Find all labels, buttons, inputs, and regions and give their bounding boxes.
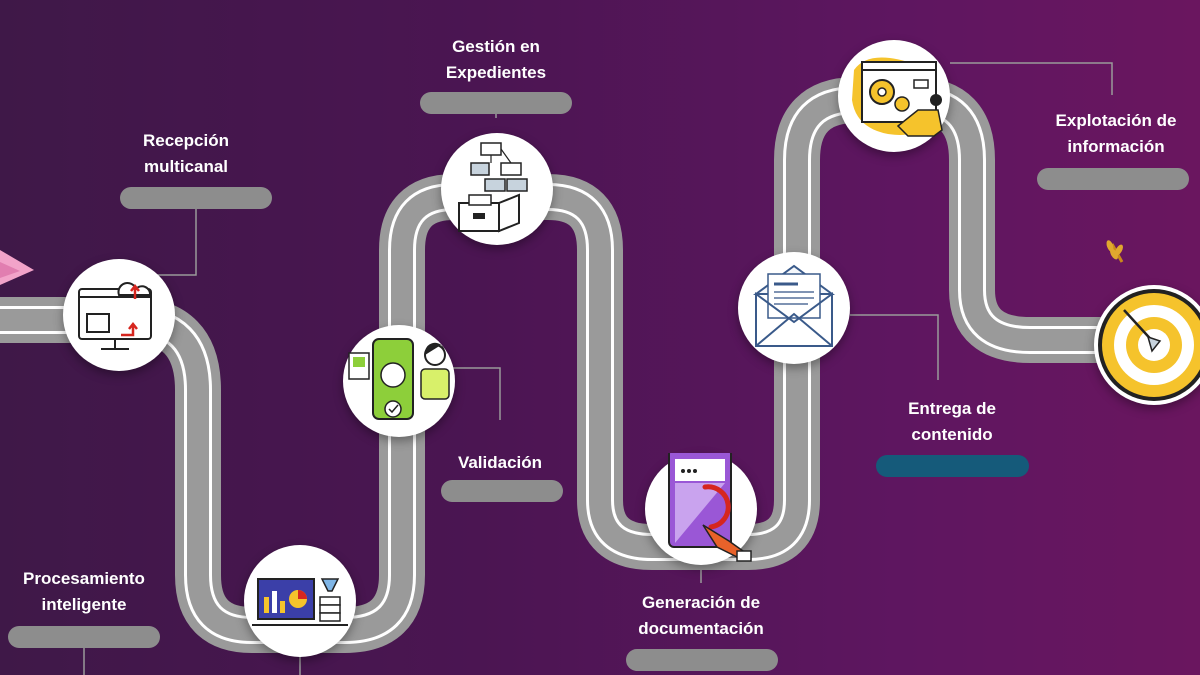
node-entrega — [738, 252, 850, 364]
paper-plane-icon — [0, 250, 34, 285]
label-gestion-line2: Expedientes — [445, 63, 547, 82]
label-validacion: Validación — [420, 450, 580, 476]
analytics-dashboard-icon — [252, 578, 348, 626]
document-tap-icon — [668, 453, 752, 562]
bar-recepcion — [120, 187, 272, 209]
bar-entrega — [876, 455, 1029, 477]
label-explotacion: Explotación de información — [1036, 108, 1196, 160]
node-explotacion — [838, 40, 950, 152]
connector-lines — [83, 62, 1113, 675]
label-generacion: Generación de documentación — [616, 590, 786, 642]
label-procesamiento: Procesamiento inteligente — [4, 566, 164, 618]
bar-procesamiento — [8, 626, 160, 648]
label-explotacion-line2: información — [1067, 137, 1165, 156]
gears-robot-icon — [852, 57, 943, 137]
label-gestion-line1: Gestión en — [452, 37, 540, 56]
node-gestion — [441, 133, 553, 245]
bar-explotacion — [1037, 168, 1189, 190]
node-meta — [1094, 285, 1200, 405]
identity-verification-icon — [348, 338, 450, 420]
bar-validacion — [441, 480, 563, 502]
bar-generacion — [626, 649, 778, 671]
node-generacion — [645, 453, 757, 565]
label-validacion-line1: Validación — [457, 453, 543, 472]
label-gestion: Gestión en Expedientes — [416, 34, 576, 86]
label-generacion-line1: Generación de — [641, 593, 761, 612]
label-entrega: Entrega de contenido — [872, 396, 1032, 448]
label-recepcion-line1: Recepción — [143, 131, 229, 150]
envelope-document-icon — [752, 264, 836, 347]
node-recepcion — [63, 259, 175, 371]
label-recepcion-line2: multicanal — [143, 157, 229, 176]
label-entrega-line2: contenido — [911, 425, 993, 444]
label-explotacion-line1: Explotación de — [1055, 111, 1177, 130]
target-arrow-icon — [1098, 289, 1200, 401]
wheat-icon — [1106, 240, 1124, 263]
label-recepcion: Recepción multicanal — [106, 128, 266, 180]
bar-gestion — [420, 92, 572, 114]
upload-cloud-monitor-icon — [78, 282, 152, 350]
node-validacion — [343, 325, 455, 437]
node-procesamiento — [244, 545, 356, 657]
label-entrega-line1: Entrega de — [908, 399, 996, 418]
label-procesamiento-line2: inteligente — [41, 595, 127, 614]
label-procesamiento-line1: Procesamiento — [23, 569, 145, 588]
label-generacion-line2: documentación — [638, 619, 764, 638]
file-box-flowchart-icon — [458, 142, 528, 233]
